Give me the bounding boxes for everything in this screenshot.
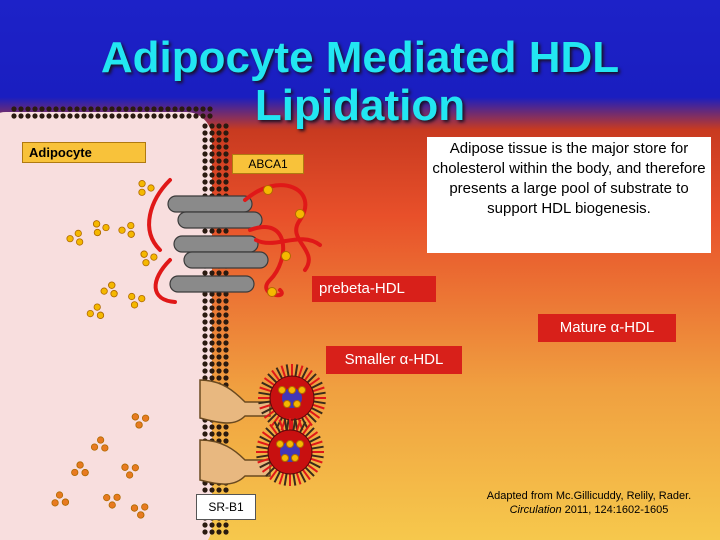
description-box: Adipose tissue is the major store for ch…	[427, 137, 711, 253]
lipid-cluster	[103, 493, 121, 509]
citation-line-2: Circulation 2011, 124:1602-1605	[458, 503, 720, 517]
lipid-cluster	[71, 461, 89, 477]
srb1-receptor	[199, 379, 271, 424]
mature-hdl-label: Mature α-HDL	[538, 314, 676, 342]
cell-body	[0, 112, 212, 540]
lipid-cluster	[131, 413, 150, 429]
citation: Adapted from Mc.Gillicuddy, Relily, Rade…	[458, 489, 720, 517]
phospholipid	[263, 185, 273, 195]
lipid-cluster	[90, 436, 109, 452]
prebeta-hdl-label: prebeta-HDL	[312, 276, 436, 302]
transmembrane-helix	[169, 275, 255, 293]
lipid-cluster	[86, 303, 105, 319]
transmembrane-helix	[173, 235, 259, 253]
title-line-2: Lipidation	[254, 81, 466, 130]
transmembrane-helix	[183, 251, 269, 269]
lipid-cluster	[51, 491, 70, 507]
hdl-particles	[199, 364, 326, 486]
citation-details: 2011, 124:1602-1605	[561, 504, 669, 516]
smaller-hdl-label: Smaller α-HDL	[326, 346, 462, 374]
abca1-label: ABCA1	[232, 154, 304, 174]
citation-line-1: Adapted from Mc.Gillicuddy, Relily, Rade…	[486, 490, 692, 502]
phospholipid	[295, 209, 305, 219]
lipid-droplets	[51, 180, 158, 519]
title-line-1: Adipocyte Mediated HDL	[100, 33, 620, 82]
lipid-cluster	[140, 250, 158, 267]
lipid-cluster	[130, 503, 149, 519]
abca1-loop	[248, 225, 285, 298]
phospholipid	[281, 251, 291, 261]
srb1-receptor	[199, 439, 271, 485]
transmembrane-helix	[167, 195, 253, 213]
adipocyte-label: Adipocyte	[22, 142, 146, 163]
transmembrane-helix	[177, 211, 263, 229]
lipid-cluster	[118, 221, 135, 238]
adipocyte-cell	[0, 106, 229, 540]
citation-journal: Circulation	[509, 504, 562, 516]
lipid-cluster	[92, 220, 110, 237]
abca1-transporter	[147, 178, 322, 304]
phospholipid	[267, 287, 277, 297]
srb1-label: SR-B1	[196, 494, 256, 520]
abca1-loop	[147, 178, 172, 252]
lipid-cluster	[100, 281, 118, 298]
lipid-cluster	[138, 180, 155, 196]
abca1-loop	[243, 183, 311, 272]
abca1-loop	[254, 237, 322, 247]
hdl-particle	[256, 418, 324, 486]
lipid-cluster	[66, 229, 84, 246]
abca1-loop	[153, 258, 177, 304]
hdl-particle	[258, 364, 326, 432]
lipid-cluster	[128, 292, 146, 309]
lipid-cluster	[121, 463, 139, 479]
